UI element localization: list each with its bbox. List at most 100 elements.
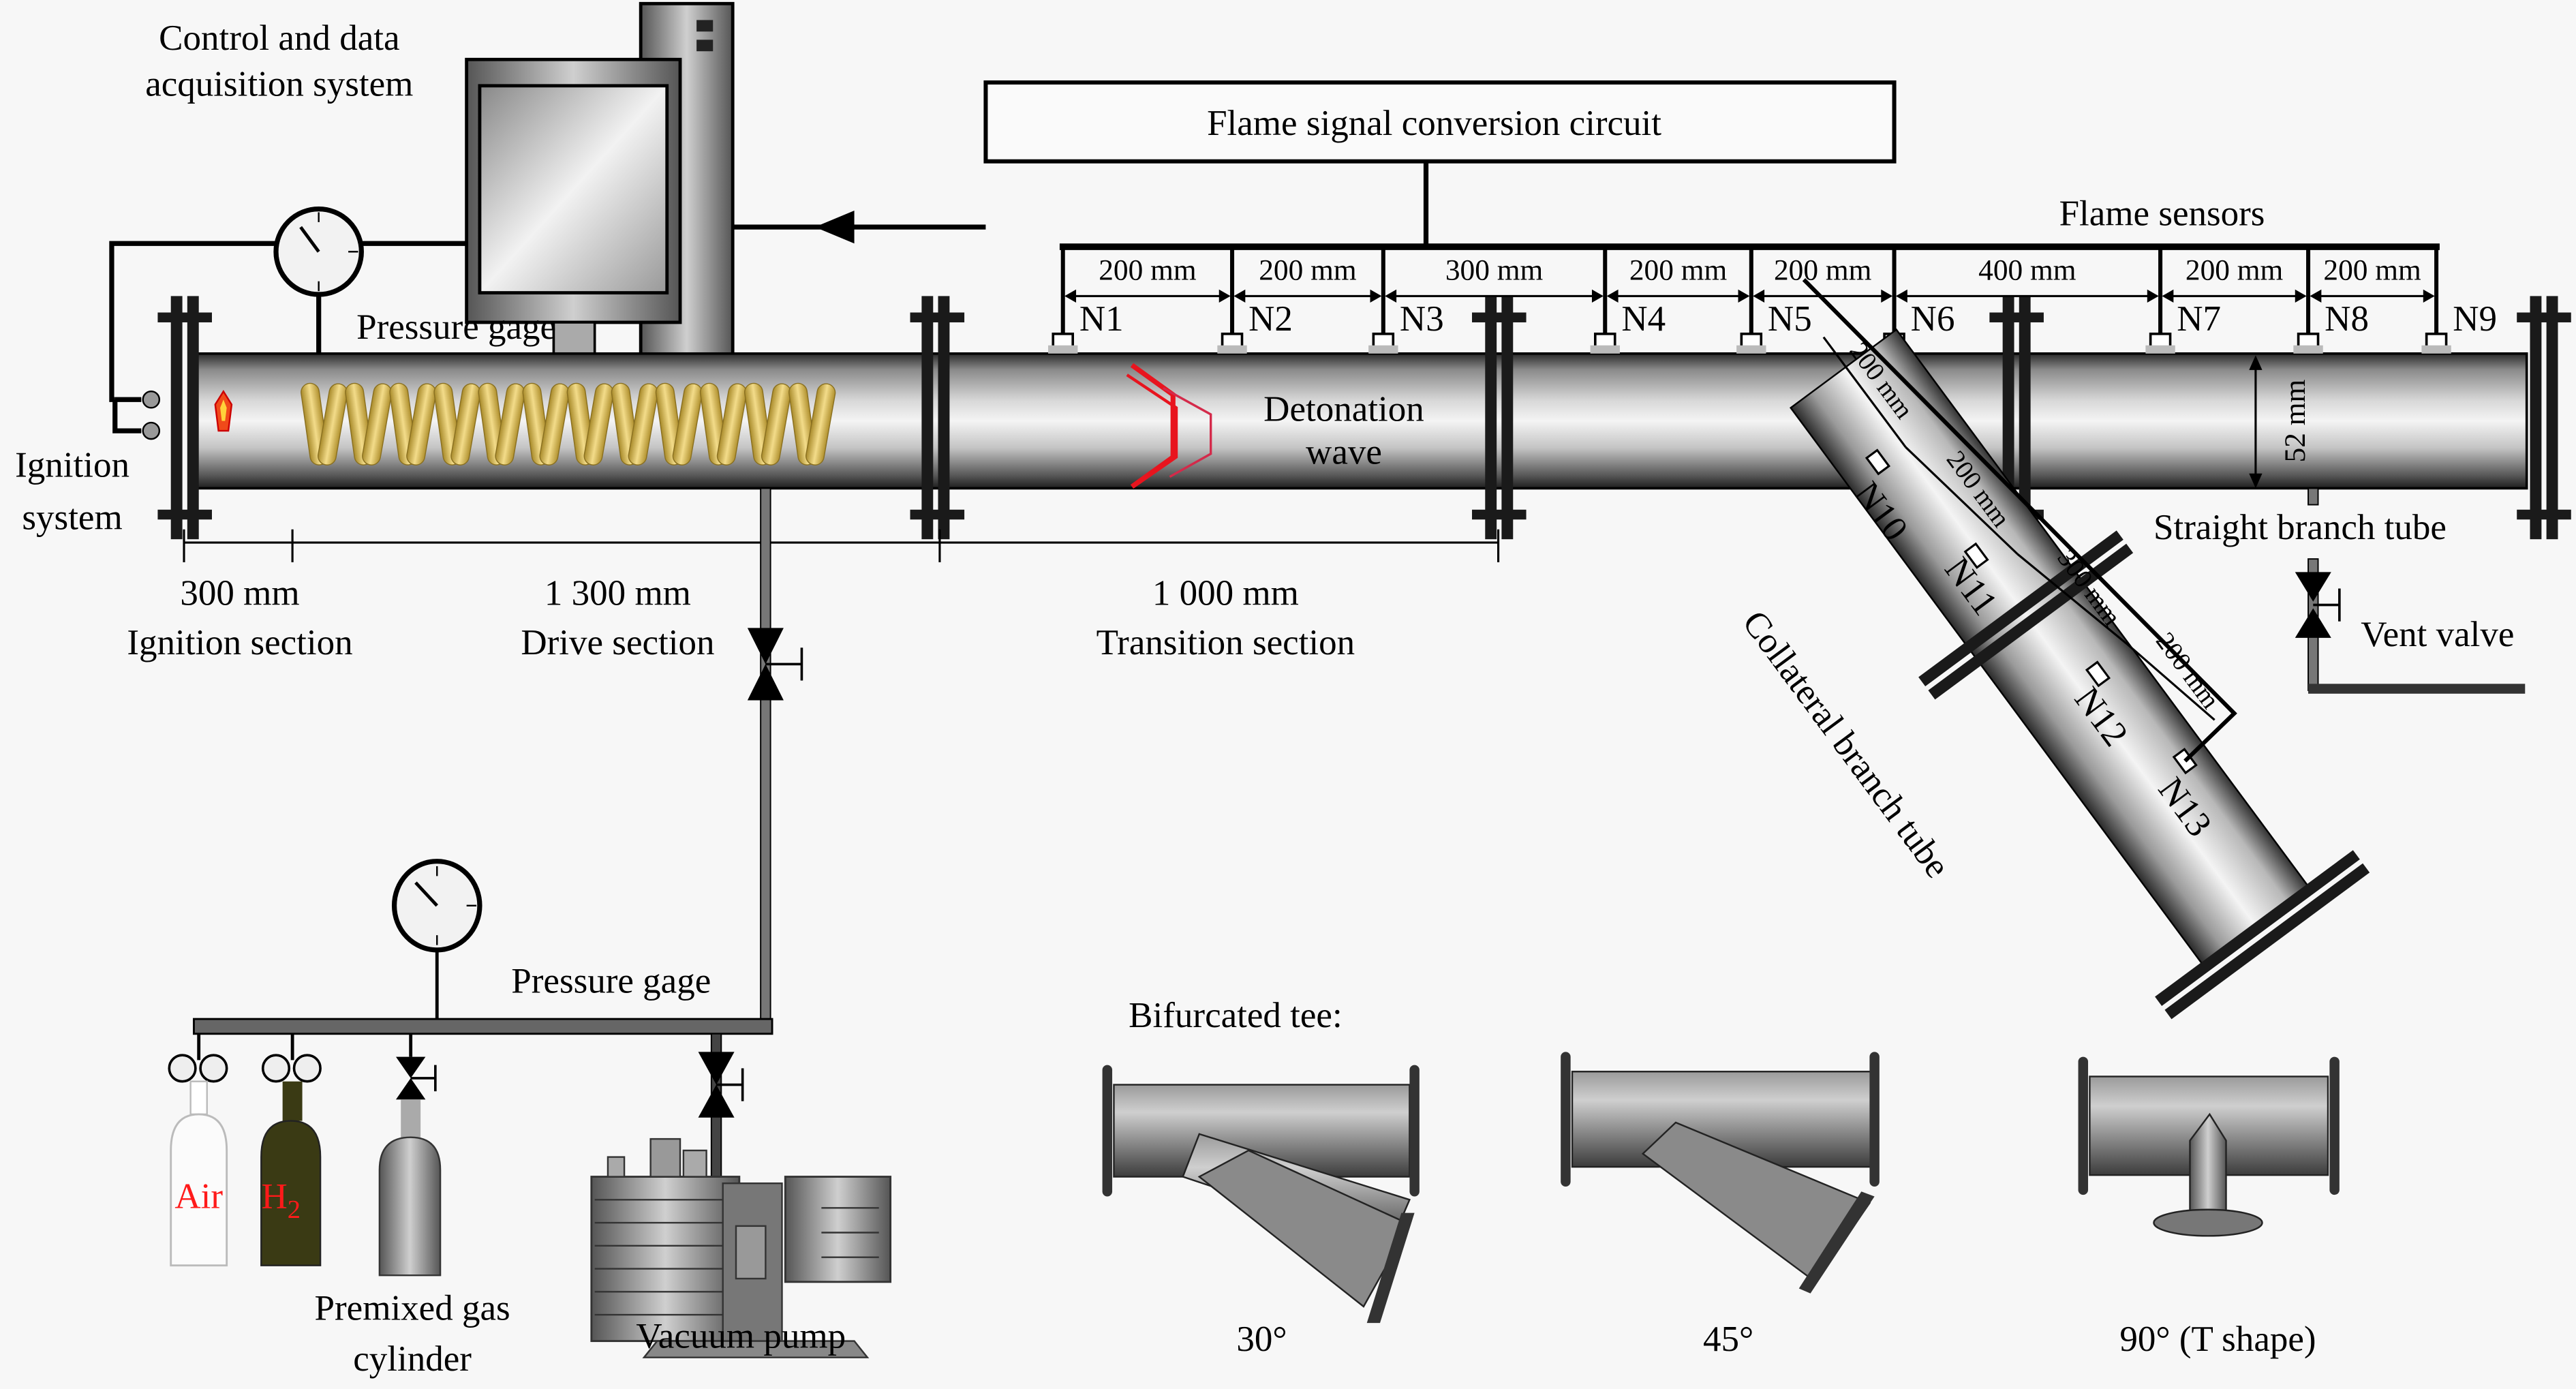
detonation-label-line2: wave [1306,432,1382,472]
flange [1472,296,1527,540]
flame-sensor-icon [1052,333,1075,348]
detonation-label-line1: Detonation [1263,390,1424,429]
spiral-coil [495,383,525,465]
shchelkin-spiral [301,382,836,465]
vent-valve-icon [2295,487,2526,694]
flame-sensor-icon [1740,333,1763,348]
sensor-label: N9 [2453,299,2497,339]
tee-90-label: 90° (T shape) [2119,1319,2316,1359]
control-system-label-line2: acquisition system [145,64,413,104]
tee-30-degree-icon [1102,1065,1420,1324]
sensor-mount [1217,345,1247,354]
pressure-gage-icon [391,859,482,1020]
sensor-label: N6 [1911,299,1955,339]
sensor-spacing-label: 200 mm [2186,254,2284,286]
flame-sensor-icon [2297,333,2320,348]
ignition-system-label-line1: Ignition [15,446,129,485]
spiral-coil [539,383,570,465]
sensor-spacing-label: 200 mm [1099,254,1197,286]
branch-sensor-bus [1802,278,2237,763]
arrow-right-icon [1738,289,1750,303]
spiral-coil [761,383,792,465]
spiral-coil [362,383,393,465]
tee-45-label: 45° [1703,1319,1753,1359]
spiral-coil [406,383,437,465]
arrow-left-icon [1233,289,1246,303]
arrow-left-icon [1606,289,1619,303]
arrow-right-icon [1218,289,1231,303]
flame-circuit-label: Flame signal conversion circuit [1207,104,1661,143]
flame-sensor-icon [2085,660,2111,688]
sensor-mount [2421,345,2451,354]
sensor-label: N1 [1079,299,1124,339]
sensor-mount [1368,345,1398,354]
ignition-section-length: 300 mm [180,574,299,613]
flame-sensor-icon [1593,333,1616,348]
spacing-dimension-line [2126,643,2215,721]
flame-signal-circuit-box [983,80,1897,164]
drive-section-length: 1 300 mm [545,574,691,613]
control-system-label-line1: Control and data [159,18,399,58]
sensor-mount [2293,345,2323,354]
ignition-system-label-line2: system [22,498,122,538]
ignition-section-name: Ignition section [127,623,352,662]
arrow-right-icon [1881,289,1893,303]
flame-sensor-icon [1865,448,1890,476]
arrow-right-icon [1591,289,1604,303]
flame-sensor-icon [2149,333,2172,348]
h2-cylinder-icon [260,1033,322,1266]
arrow-left-icon [1064,289,1077,303]
arrow-left-icon [1385,289,1397,303]
arrow-down-icon [2249,473,2263,489]
pressure-gage-bottom-label: Pressure gage [511,962,711,1001]
sensor-spacing-label: 300 mm [1445,254,1544,286]
spiral-coil [318,383,348,465]
flange [910,296,965,540]
sensor-mount [1736,345,1766,354]
air-cylinder-label: Air [174,1176,223,1216]
sensor-label: N3 [1400,299,1444,339]
arrow-right-icon [2147,289,2159,303]
spiral-coil [450,383,481,465]
straight-branch-label: Straight branch tube [2153,508,2447,547]
flame-sensors-label: Flame sensors [2059,194,2265,234]
sensor-spacing-label: 200 mm [1774,254,1872,286]
spacing-dimension-line [1822,336,1907,448]
sensor-label: N4 [1621,299,1666,339]
sensor-spacing-label: 400 mm [1978,254,2076,286]
pressure-gage-top-label: Pressure gage [356,307,556,347]
sensor-spacing-label: 200 mm [2323,254,2421,286]
arrow-right-icon [1370,289,1382,303]
arrow-left-icon [2310,289,2322,303]
pressure-gage-icon [273,207,364,354]
sensor-spacing-label: 200 mm [1259,254,1357,286]
flange [2517,296,2571,540]
arrow-left-icon [2162,289,2174,303]
tube-diameter-label: 52 mm [2279,380,2312,463]
spiral-coil [716,383,748,465]
collateral-branch-tube [1789,328,2370,1020]
collateral-branch-label: Collateral branch tube [1734,603,1957,885]
sensor-label: N5 [1768,299,1812,339]
tee-30-label: 30° [1236,1319,1287,1359]
sensor-mount [1590,345,1620,354]
spacing-dimension-line [1905,446,2019,555]
supply-pipe [760,487,771,1031]
gas-manifold [193,1018,773,1035]
flame-sensor-icon [1963,542,1989,569]
bifurcated-tee-label: Bifurcated tee: [1129,996,1343,1035]
vacuum-pump-label: Vacuum pump [636,1316,846,1356]
premixed-cylinder-label-line2: cylinder [353,1339,472,1379]
flame-sensor-icon [1221,333,1244,348]
transition-section-name: Transition section [1097,623,1355,662]
vacuum-pump-icon [590,1033,892,1358]
tee-90-degree-icon [2078,1056,2340,1237]
premixed-cylinder-label-line1: Premixed gas [315,1288,510,1328]
tee-45-degree-icon [1561,1052,1880,1294]
sensor-label: N7 [2177,299,2221,339]
arrow-up-icon [2249,355,2263,370]
premixed-cylinder-icon [378,1033,442,1277]
ignition-system-icon [112,389,233,440]
